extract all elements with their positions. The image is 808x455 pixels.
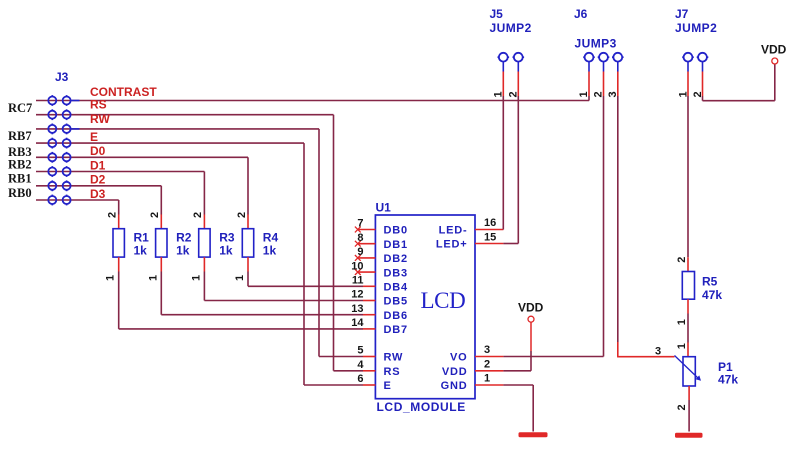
svg-text:1k: 1k [219, 244, 233, 258]
svg-text:11: 11 [352, 275, 364, 287]
svg-text:JUMP3: JUMP3 [575, 37, 617, 51]
svg-text:47k: 47k [702, 288, 722, 302]
svg-text:1: 1 [676, 319, 688, 325]
svg-text:RS: RS [90, 98, 107, 112]
svg-text:VDD: VDD [518, 301, 544, 315]
svg-text:1: 1 [234, 275, 246, 281]
svg-text:1: 1 [578, 91, 590, 97]
svg-text:47k: 47k [718, 373, 738, 387]
svg-text:LCD_MODULE: LCD_MODULE [377, 400, 466, 414]
svg-text:2: 2 [676, 257, 688, 263]
svg-text:E: E [90, 130, 98, 144]
svg-text:5: 5 [357, 345, 363, 357]
svg-text:D3: D3 [90, 187, 106, 201]
svg-text:RB7: RB7 [8, 129, 32, 143]
svg-text:2: 2 [593, 91, 605, 97]
svg-text:RB3: RB3 [8, 145, 32, 159]
svg-text:E: E [384, 380, 392, 392]
svg-text:R1: R1 [134, 231, 150, 245]
svg-text:R2: R2 [176, 231, 192, 245]
svg-text:JUMP2: JUMP2 [675, 21, 717, 35]
svg-text:J6: J6 [574, 7, 588, 21]
svg-text:2: 2 [484, 358, 490, 370]
svg-text:3: 3 [484, 344, 490, 356]
svg-text:1k: 1k [134, 244, 148, 258]
svg-text:DB0: DB0 [384, 225, 408, 237]
svg-text:RB0: RB0 [8, 186, 32, 200]
svg-text:1: 1 [676, 343, 688, 349]
svg-text:2: 2 [236, 212, 248, 218]
svg-text:14: 14 [351, 317, 364, 329]
svg-text:1: 1 [190, 275, 202, 281]
svg-text:U1: U1 [376, 201, 392, 215]
svg-text:1k: 1k [176, 244, 190, 258]
svg-text:P1: P1 [718, 360, 733, 374]
svg-text:LCD: LCD [421, 288, 466, 313]
svg-text:2: 2 [107, 212, 119, 218]
svg-text:DB6: DB6 [384, 310, 408, 322]
svg-text:VDD: VDD [442, 366, 468, 378]
svg-text:15: 15 [484, 231, 496, 243]
svg-text:2: 2 [507, 91, 519, 97]
svg-text:12: 12 [351, 289, 363, 301]
svg-text:RC7: RC7 [8, 101, 32, 115]
svg-text:1: 1 [492, 91, 504, 97]
svg-text:1: 1 [677, 91, 689, 97]
svg-text:9: 9 [357, 246, 363, 258]
svg-text:4: 4 [357, 359, 364, 371]
svg-text:J5: J5 [490, 7, 504, 21]
svg-text:2: 2 [149, 212, 161, 218]
svg-text:R5: R5 [702, 275, 718, 289]
svg-text:DB5: DB5 [384, 296, 408, 308]
svg-text:J7: J7 [675, 7, 689, 21]
svg-text:3: 3 [607, 91, 619, 97]
svg-text:LED+: LED+ [436, 239, 468, 251]
svg-text:1: 1 [147, 275, 159, 281]
svg-text:16: 16 [484, 217, 496, 229]
svg-text:7: 7 [357, 218, 363, 230]
svg-text:1: 1 [105, 275, 117, 281]
svg-text:RW: RW [90, 112, 110, 126]
svg-text:RB1: RB1 [8, 171, 32, 185]
svg-text:JUMP2: JUMP2 [490, 21, 532, 35]
svg-text:DB7: DB7 [384, 324, 408, 336]
svg-text:13: 13 [351, 303, 363, 315]
svg-text:RS: RS [384, 366, 401, 378]
svg-text:DB4: DB4 [384, 282, 408, 294]
svg-text:D0: D0 [90, 144, 106, 158]
svg-text:6: 6 [357, 373, 363, 385]
svg-text:8: 8 [357, 232, 363, 244]
svg-text:10: 10 [351, 260, 363, 272]
svg-text:3: 3 [655, 346, 661, 358]
svg-text:VO: VO [450, 352, 468, 364]
svg-text:D1: D1 [90, 158, 106, 172]
svg-text:VDD: VDD [761, 43, 787, 57]
svg-text:GND: GND [441, 380, 468, 392]
svg-text:RW: RW [384, 352, 404, 364]
svg-text:DB2: DB2 [384, 253, 408, 265]
svg-text:2: 2 [676, 404, 688, 410]
svg-text:R3: R3 [219, 231, 235, 245]
svg-text:1k: 1k [263, 244, 277, 258]
svg-text:2: 2 [192, 212, 204, 218]
svg-text:1: 1 [484, 373, 490, 385]
svg-text:2: 2 [692, 91, 704, 97]
svg-text:DB3: DB3 [384, 267, 408, 279]
svg-text:J3: J3 [55, 70, 69, 84]
svg-text:RB2: RB2 [8, 157, 32, 171]
svg-text:LED-: LED- [439, 225, 468, 237]
svg-text:R4: R4 [263, 231, 279, 245]
svg-text:DB1: DB1 [384, 239, 408, 251]
svg-text:D2: D2 [90, 173, 106, 187]
svg-text:CONTRAST: CONTRAST [90, 85, 157, 99]
